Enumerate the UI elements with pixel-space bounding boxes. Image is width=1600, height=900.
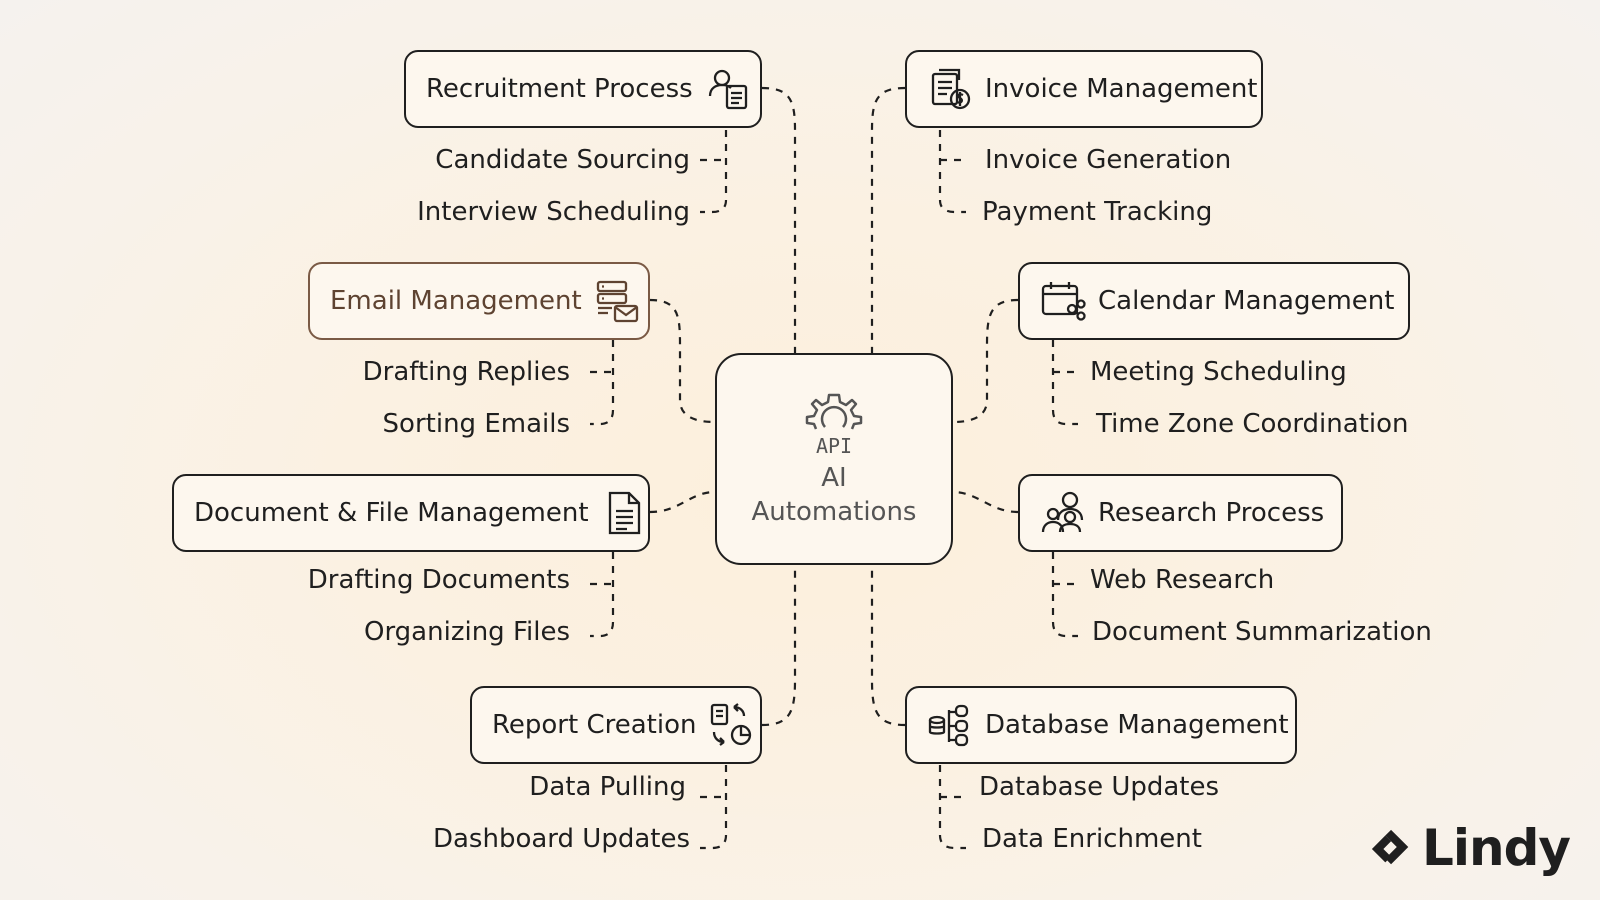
sub-item-data-pulling: Data Pulling xyxy=(529,772,686,802)
sub-item-candidate-sourcing: Candidate Sourcing xyxy=(435,145,690,175)
lindy-logo-icon xyxy=(1371,829,1409,865)
sub-connector-report xyxy=(700,765,728,850)
report-chart-icon xyxy=(711,703,752,746)
card-report-creation[interactable]: Report Creation xyxy=(470,686,762,764)
card-title-invoice: Invoice Management xyxy=(985,74,1258,104)
sub-item-web-research: Web Research xyxy=(1090,565,1275,595)
invoice-dollar-icon xyxy=(931,68,971,110)
card-title-database: Database Management xyxy=(985,710,1289,740)
card-title-research: Research Process xyxy=(1098,498,1325,528)
card-calendar-management[interactable]: Calendar Management xyxy=(1018,262,1410,340)
sub-connector-research xyxy=(1051,552,1078,638)
sub-item-time-zone-coordination: Time Zone Coordination xyxy=(1096,409,1409,439)
sub-connector-email xyxy=(590,340,615,426)
lindy-brand: Lindy xyxy=(1370,818,1571,878)
connector-research xyxy=(952,490,1019,514)
card-title-document: Document & File Management xyxy=(194,498,589,528)
database-tree-icon xyxy=(928,704,969,747)
server-mail-icon xyxy=(596,280,638,323)
recruiter-document-icon xyxy=(708,69,747,110)
center-title-line2: Automations xyxy=(751,497,917,527)
calendar-share-icon xyxy=(1041,282,1086,321)
connector-report xyxy=(761,565,797,727)
sub-connector-calendar xyxy=(1051,340,1078,426)
sub-item-meeting-scheduling: Meeting Scheduling xyxy=(1090,357,1347,387)
card-document-file-management[interactable]: Document & File Management xyxy=(172,474,650,552)
card-email-management[interactable]: Email Management xyxy=(308,262,650,340)
gear-api-icon: API xyxy=(805,393,863,458)
sub-item-data-enrichment: Data Enrichment xyxy=(982,824,1202,854)
card-research-process[interactable]: Research Process xyxy=(1018,474,1343,552)
sub-item-document-summarization: Document Summarization xyxy=(1092,617,1432,647)
connector-invoice xyxy=(870,86,906,353)
connector-recruitment xyxy=(761,86,797,353)
connector-document xyxy=(649,490,716,514)
sub-item-sorting-emails: Sorting Emails xyxy=(382,409,570,439)
sub-item-invoice-generation: Invoice Generation xyxy=(985,145,1232,175)
connector-calendar xyxy=(952,298,1019,424)
sub-item-database-updates: Database Updates xyxy=(979,772,1220,802)
sub-item-organizing-files: Organizing Files xyxy=(363,617,570,647)
sub-item-dashboard-updates: Dashboard Updates xyxy=(432,824,690,854)
sub-connector-database xyxy=(938,765,966,850)
center-title-line1: AI xyxy=(821,463,847,493)
team-users-icon xyxy=(1041,491,1084,533)
card-title-calendar: Calendar Management xyxy=(1098,286,1395,316)
connector-email xyxy=(649,298,716,424)
card-title-email: Email Management xyxy=(330,286,582,316)
card-title-recruitment: Recruitment Process xyxy=(426,74,693,104)
connector-database xyxy=(870,565,906,727)
sub-connector-document xyxy=(590,552,615,638)
sub-item-drafting-documents: Drafting Documents xyxy=(307,565,570,595)
card-database-management[interactable]: Database Management xyxy=(905,686,1297,764)
card-title-report: Report Creation xyxy=(492,710,697,740)
sub-connector-invoice xyxy=(938,130,966,214)
center-node-ai-automations: API AI Automations xyxy=(715,353,953,565)
sub-item-interview-scheduling: Interview Scheduling xyxy=(417,197,690,227)
svg-text:API: API xyxy=(816,434,852,458)
card-invoice-management[interactable]: Invoice Management xyxy=(905,50,1263,128)
sub-connector-recruitment xyxy=(700,130,728,214)
brand-name: Lindy xyxy=(1422,819,1571,877)
card-recruitment-process[interactable]: Recruitment Process xyxy=(404,50,762,128)
document-icon xyxy=(608,491,640,535)
sub-item-drafting-replies: Drafting Replies xyxy=(362,357,570,387)
sub-item-payment-tracking: Payment Tracking xyxy=(982,197,1213,227)
